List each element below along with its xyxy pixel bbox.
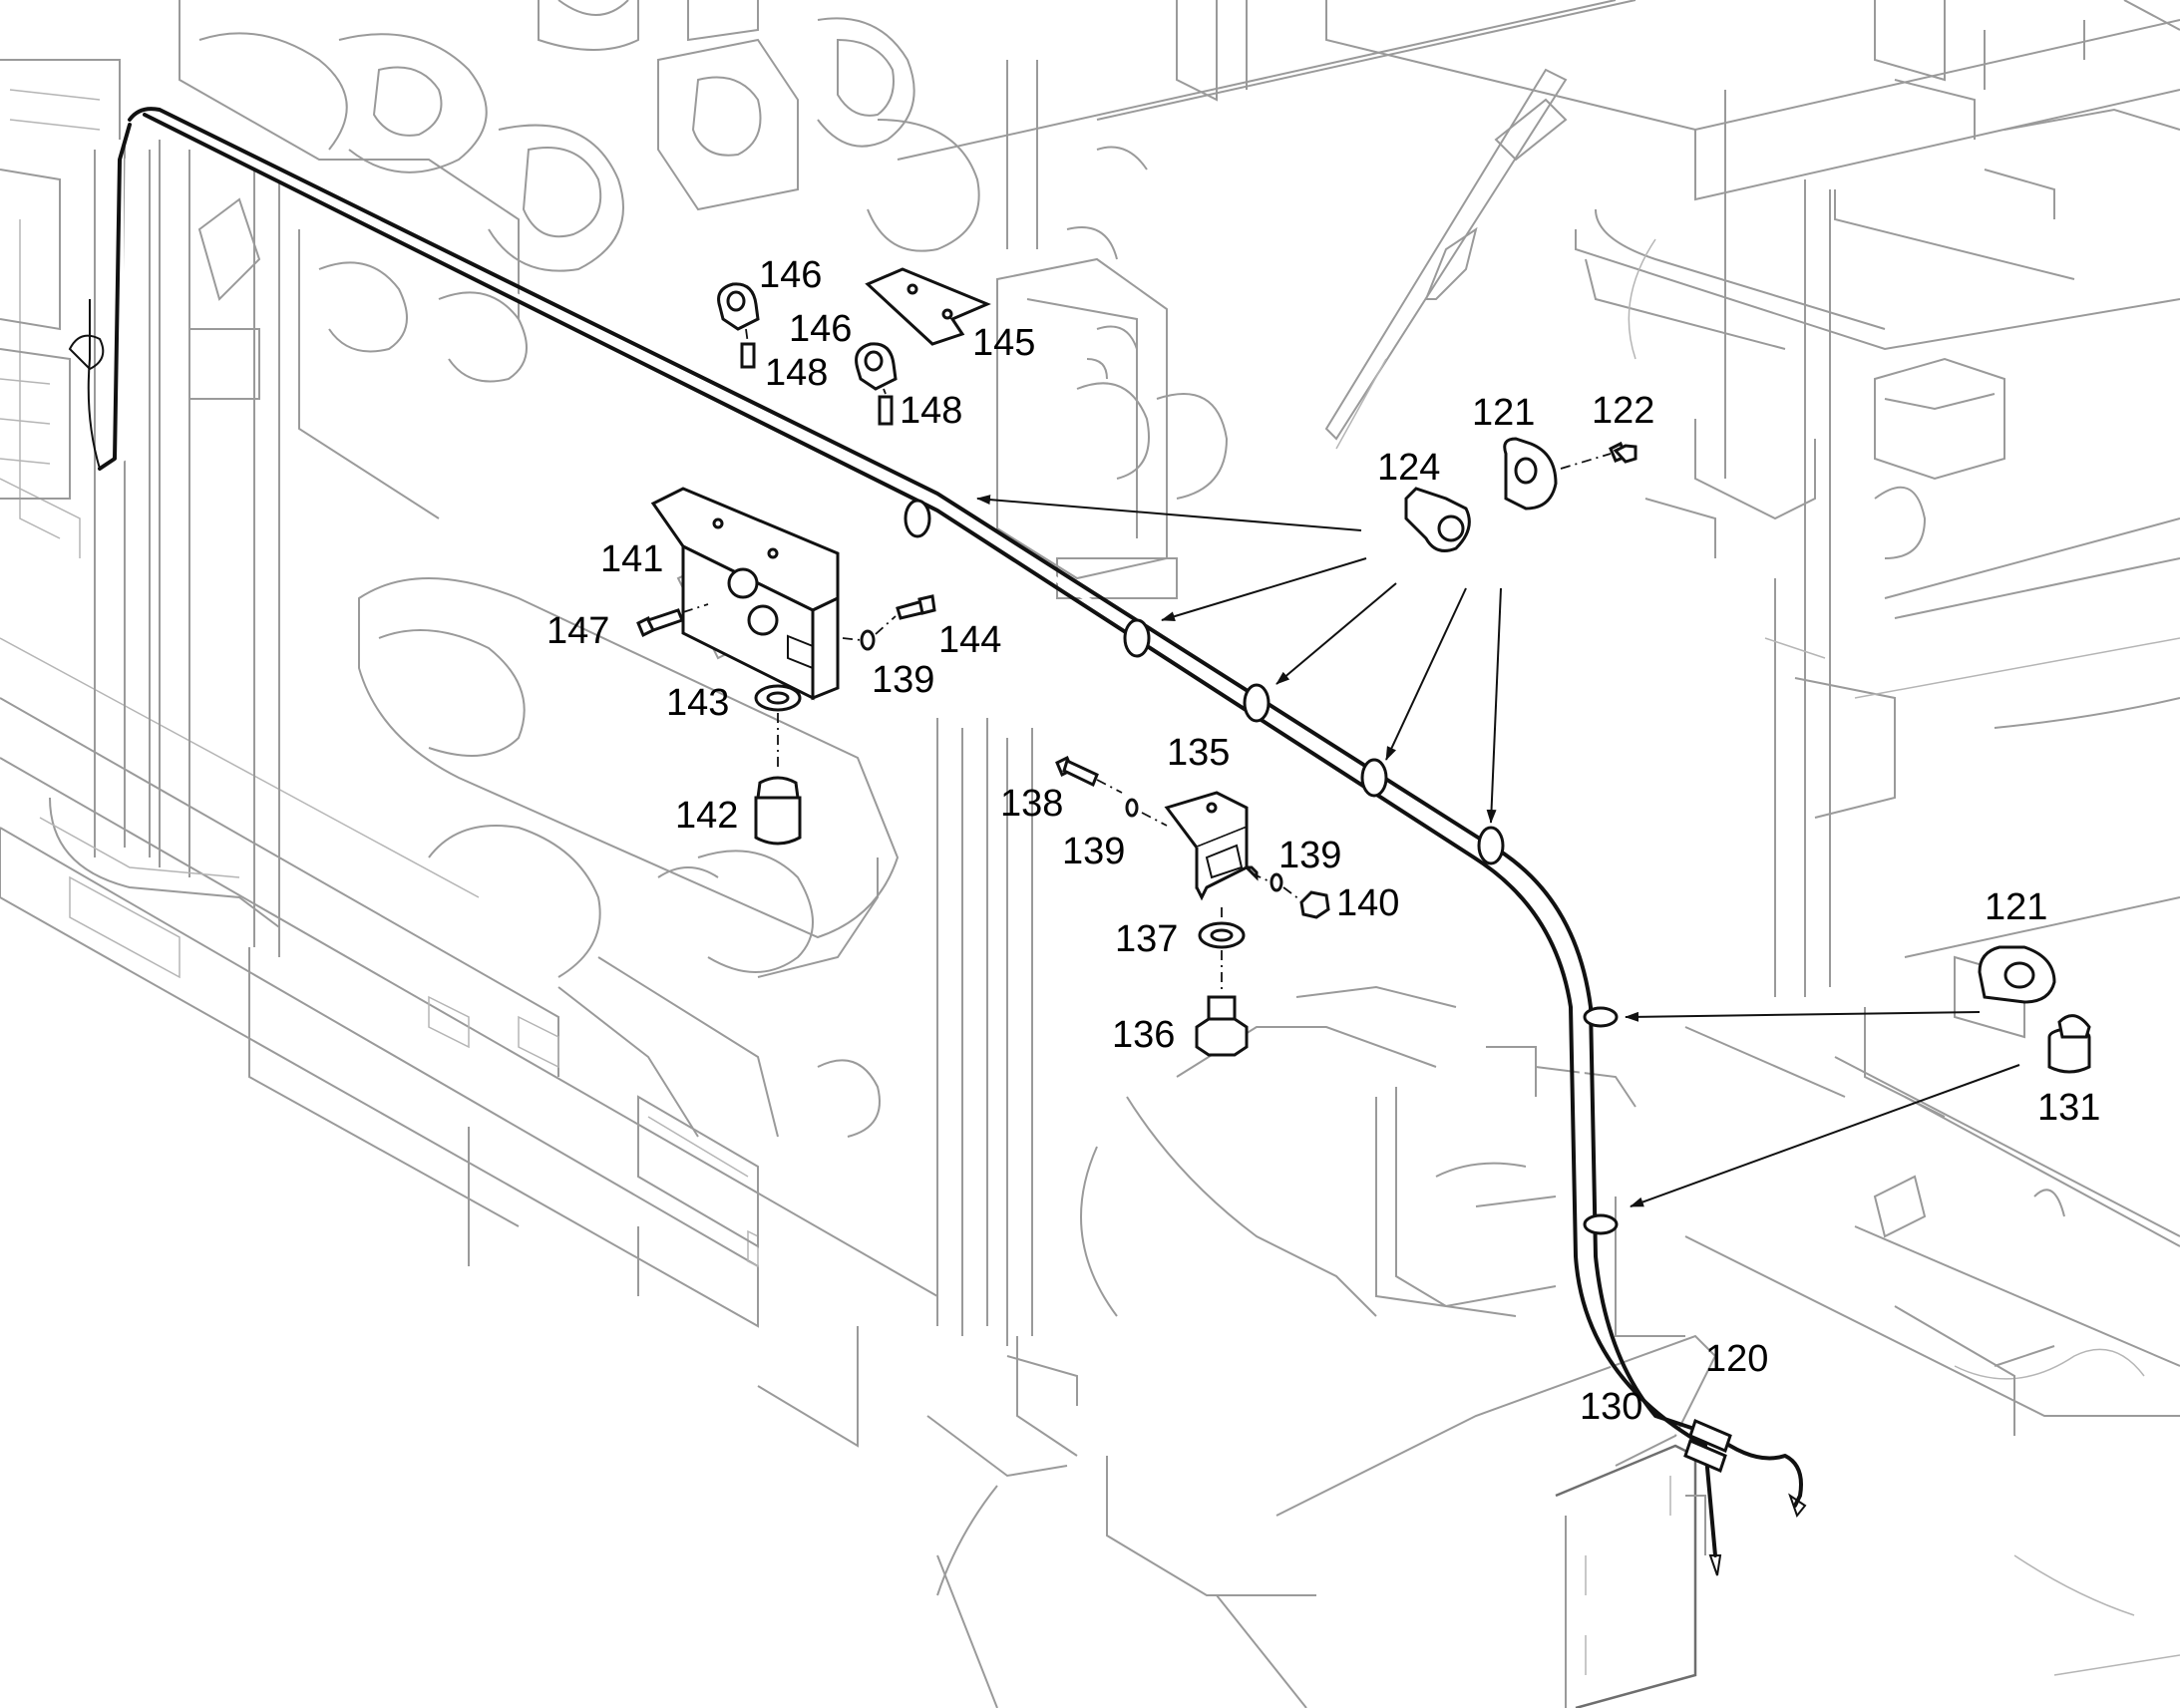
- stud-142: [754, 776, 802, 846]
- plate-141: [650, 487, 840, 701]
- nut-140: [1282, 886, 1330, 919]
- callout-144: 144: [938, 619, 1001, 661]
- washer-137: [1198, 921, 1246, 949]
- clamp-121-lower: [1978, 945, 2056, 1004]
- callout-147: 147: [546, 610, 609, 652]
- callout-141: 141: [600, 538, 663, 580]
- axis-135-139: [1251, 872, 1271, 882]
- washer-139-c: [1270, 872, 1283, 892]
- callout-145: 145: [972, 322, 1035, 364]
- clamp-124: [1404, 487, 1471, 552]
- callout-130: 130: [1580, 1386, 1642, 1428]
- clamp-146-upper: [717, 282, 760, 369]
- callout-121-upper: 121: [1472, 392, 1535, 434]
- washer-143: [754, 684, 802, 712]
- callout-148-upper: 148: [765, 352, 828, 394]
- callout-124: 124: [1377, 447, 1440, 489]
- callout-labels: 146 146 145 148 148 121 122 124 141 147 …: [546, 254, 2100, 1428]
- callout-139-c: 139: [1278, 835, 1341, 876]
- callout-142: 142: [675, 795, 738, 837]
- callout-139-a: 139: [872, 659, 934, 701]
- callout-131: 131: [2037, 1087, 2100, 1129]
- stud-136: [1195, 995, 1249, 1057]
- callout-139-b: 139: [1062, 831, 1125, 872]
- callout-140: 140: [1336, 882, 1399, 924]
- callout-135: 135: [1167, 732, 1230, 774]
- wire-harness-120: [68, 107, 1807, 1576]
- callout-136: 136: [1112, 1014, 1175, 1056]
- axis-139-135: [1141, 812, 1168, 827]
- bolt-144: [842, 594, 936, 651]
- bracket-145: [865, 267, 991, 346]
- bolt-138: [1055, 755, 1123, 794]
- callout-138: 138: [1000, 783, 1063, 825]
- bolt-147: [636, 603, 709, 638]
- clamp-146-lower: [855, 342, 898, 426]
- bracket-135: [1164, 791, 1259, 901]
- callout-121-lower: 121: [1985, 886, 2047, 928]
- connector-131: [2047, 1014, 2091, 1074]
- harness-clip-markers: [904, 499, 1619, 1235]
- callout-120: 120: [1705, 1338, 1768, 1380]
- callout-146-lower: 146: [789, 308, 852, 350]
- callout-143: 143: [666, 682, 729, 724]
- callout-146-upper: 146: [759, 254, 822, 296]
- callout-122: 122: [1592, 390, 1654, 432]
- leader-arrows: [976, 495, 2020, 1207]
- clamp-121-upper: [1503, 437, 1637, 511]
- callout-137: 137: [1115, 918, 1178, 960]
- washer-139-b: [1125, 798, 1139, 818]
- callout-148-lower: 148: [900, 390, 962, 432]
